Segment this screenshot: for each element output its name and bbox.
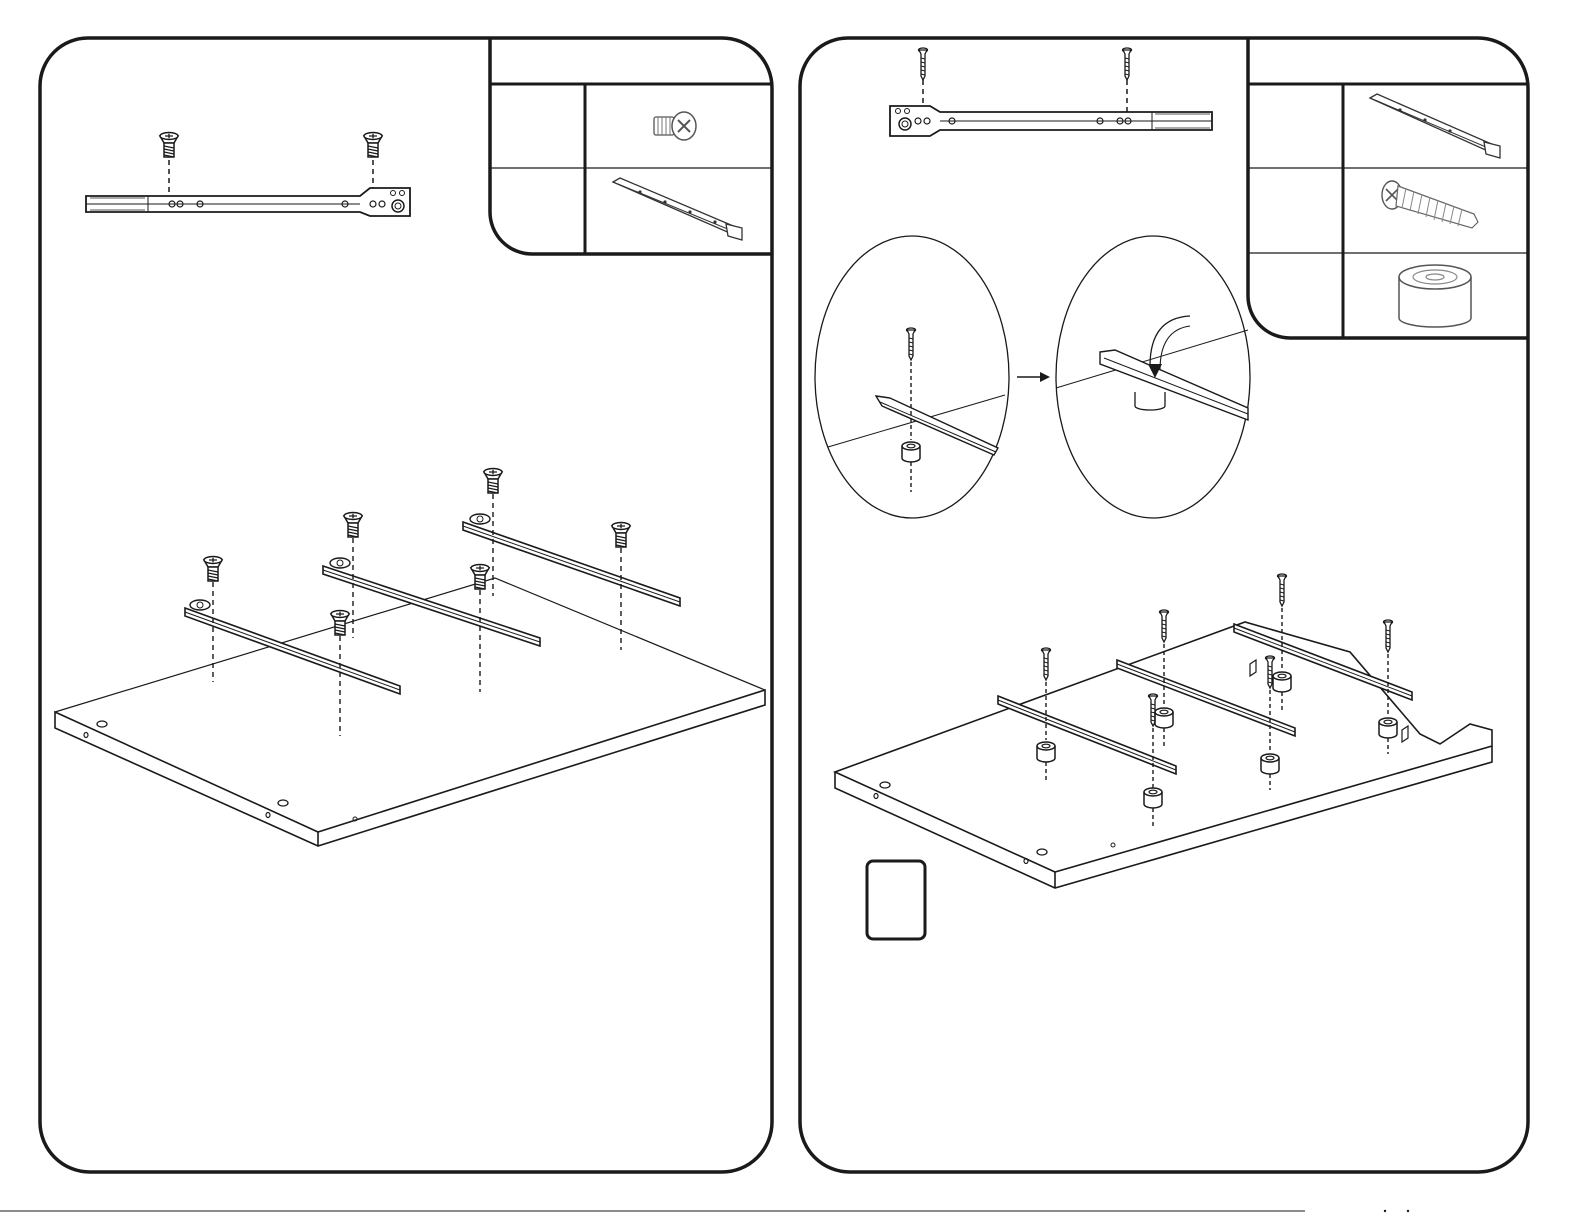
arrow-icon <box>1017 372 1050 382</box>
parts-table-right <box>1248 38 1528 338</box>
detail-oval-before <box>815 236 1009 518</box>
footer-mark <box>1384 1210 1386 1212</box>
slide-detail-left <box>86 133 410 217</box>
drawer-slide-icon <box>1370 94 1500 158</box>
board-left <box>55 578 765 846</box>
left-page <box>40 38 772 1172</box>
right-page <box>800 38 1528 1172</box>
spacer-icon <box>1399 265 1471 327</box>
slide-detail-right <box>890 48 1212 136</box>
long-screw-icon <box>1382 181 1478 228</box>
footer-mark <box>1407 1210 1409 1212</box>
parts-table-left <box>490 38 772 254</box>
screw-icon <box>654 112 696 140</box>
step-box <box>867 861 925 939</box>
drawer-slide-icon <box>613 178 742 240</box>
detail-oval-after <box>1056 236 1250 518</box>
